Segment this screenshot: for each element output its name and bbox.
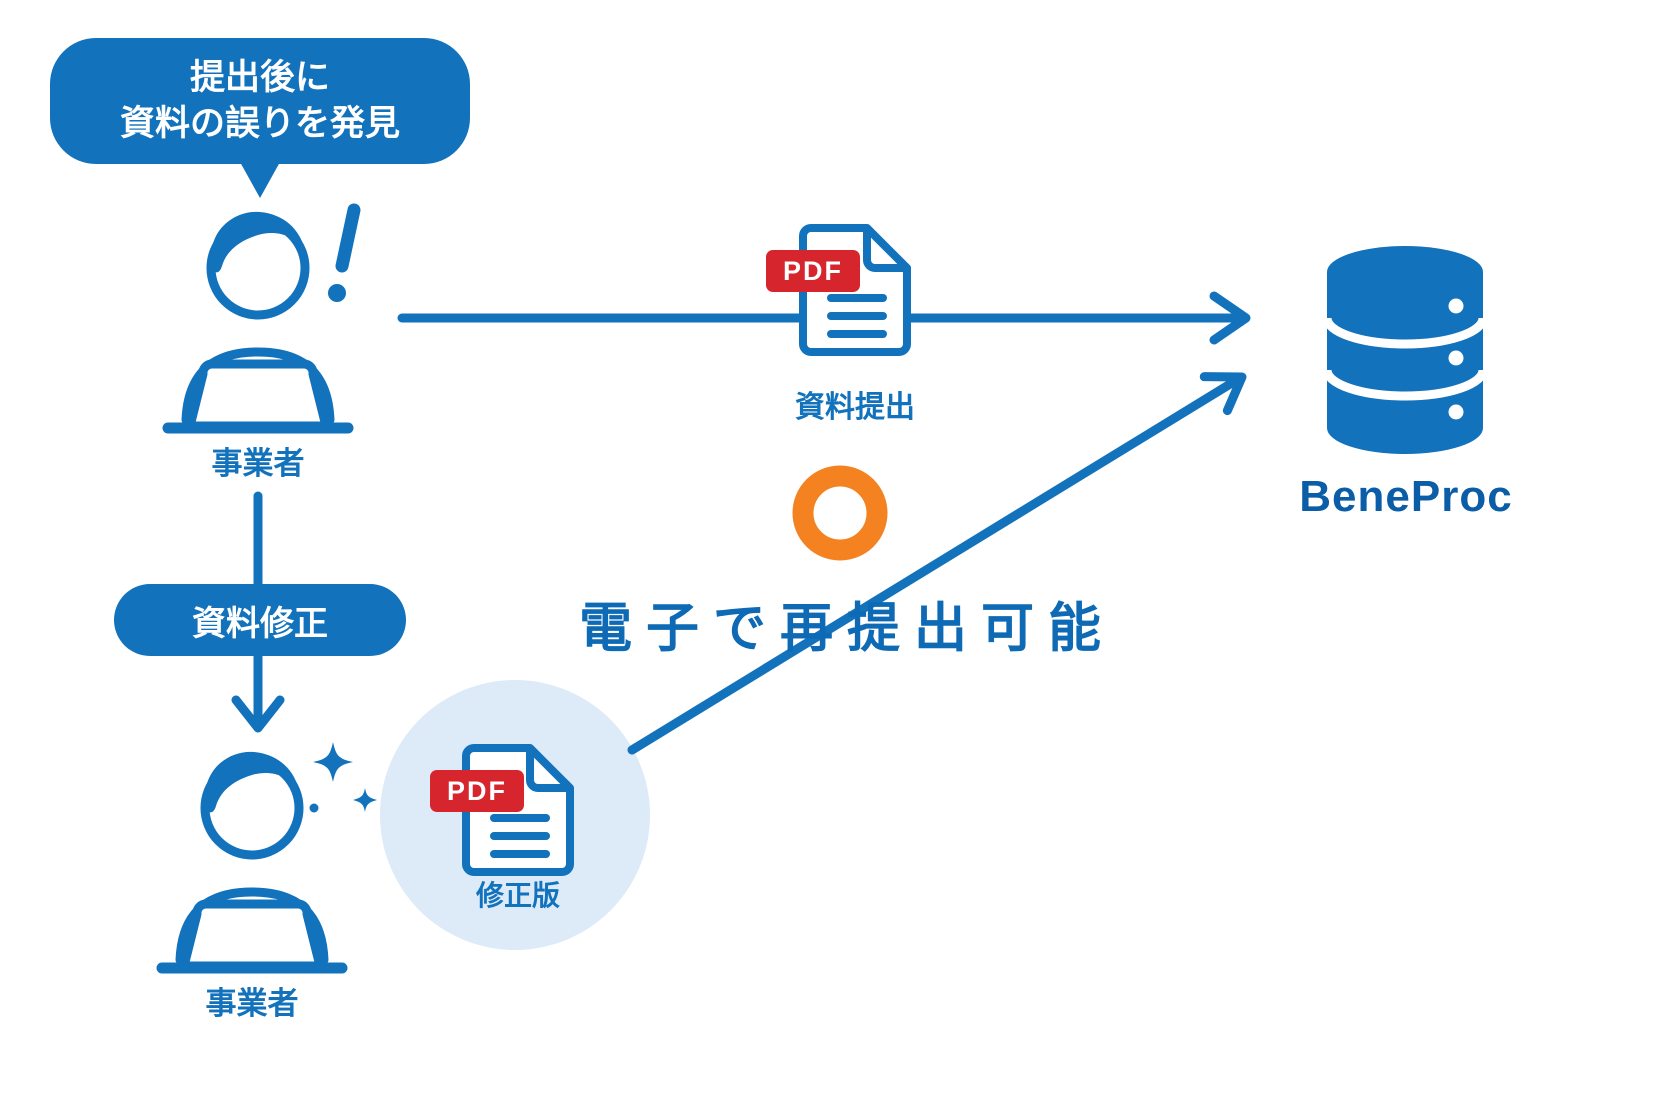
actor-bottom-label: 事業者 (205, 986, 299, 1021)
resubmit-caption: 電子で再提出可能 (579, 599, 1115, 658)
speech-bubble-tail (240, 162, 280, 198)
submit-pdf-badge: PDF (766, 250, 860, 292)
business-operator-bottom-icon (162, 752, 342, 968)
speech-bubble-line2: 資料の誤りを発見 (119, 104, 400, 143)
fix-pill: 資料修正 (114, 584, 406, 656)
actor-top-label: 事業者 (211, 446, 305, 481)
revised-pdf-badge: PDF (430, 770, 524, 812)
database-icon (1322, 246, 1488, 454)
submit-doc-label: 資料提出 (795, 391, 915, 424)
exclamation-icon (328, 203, 361, 302)
sparkles-icon (309, 742, 377, 813)
business-operator-top-icon (168, 212, 348, 428)
speech-bubble: 提出後に 資料の誤りを発見 (50, 38, 470, 164)
resubmit-arrow (627, 372, 1247, 755)
speech-bubble-line1: 提出後に (189, 57, 330, 97)
ok-circle-icon (792, 465, 888, 561)
database-label: BeneProc (1299, 472, 1513, 521)
revised-doc-label: 修正版 (475, 880, 560, 911)
